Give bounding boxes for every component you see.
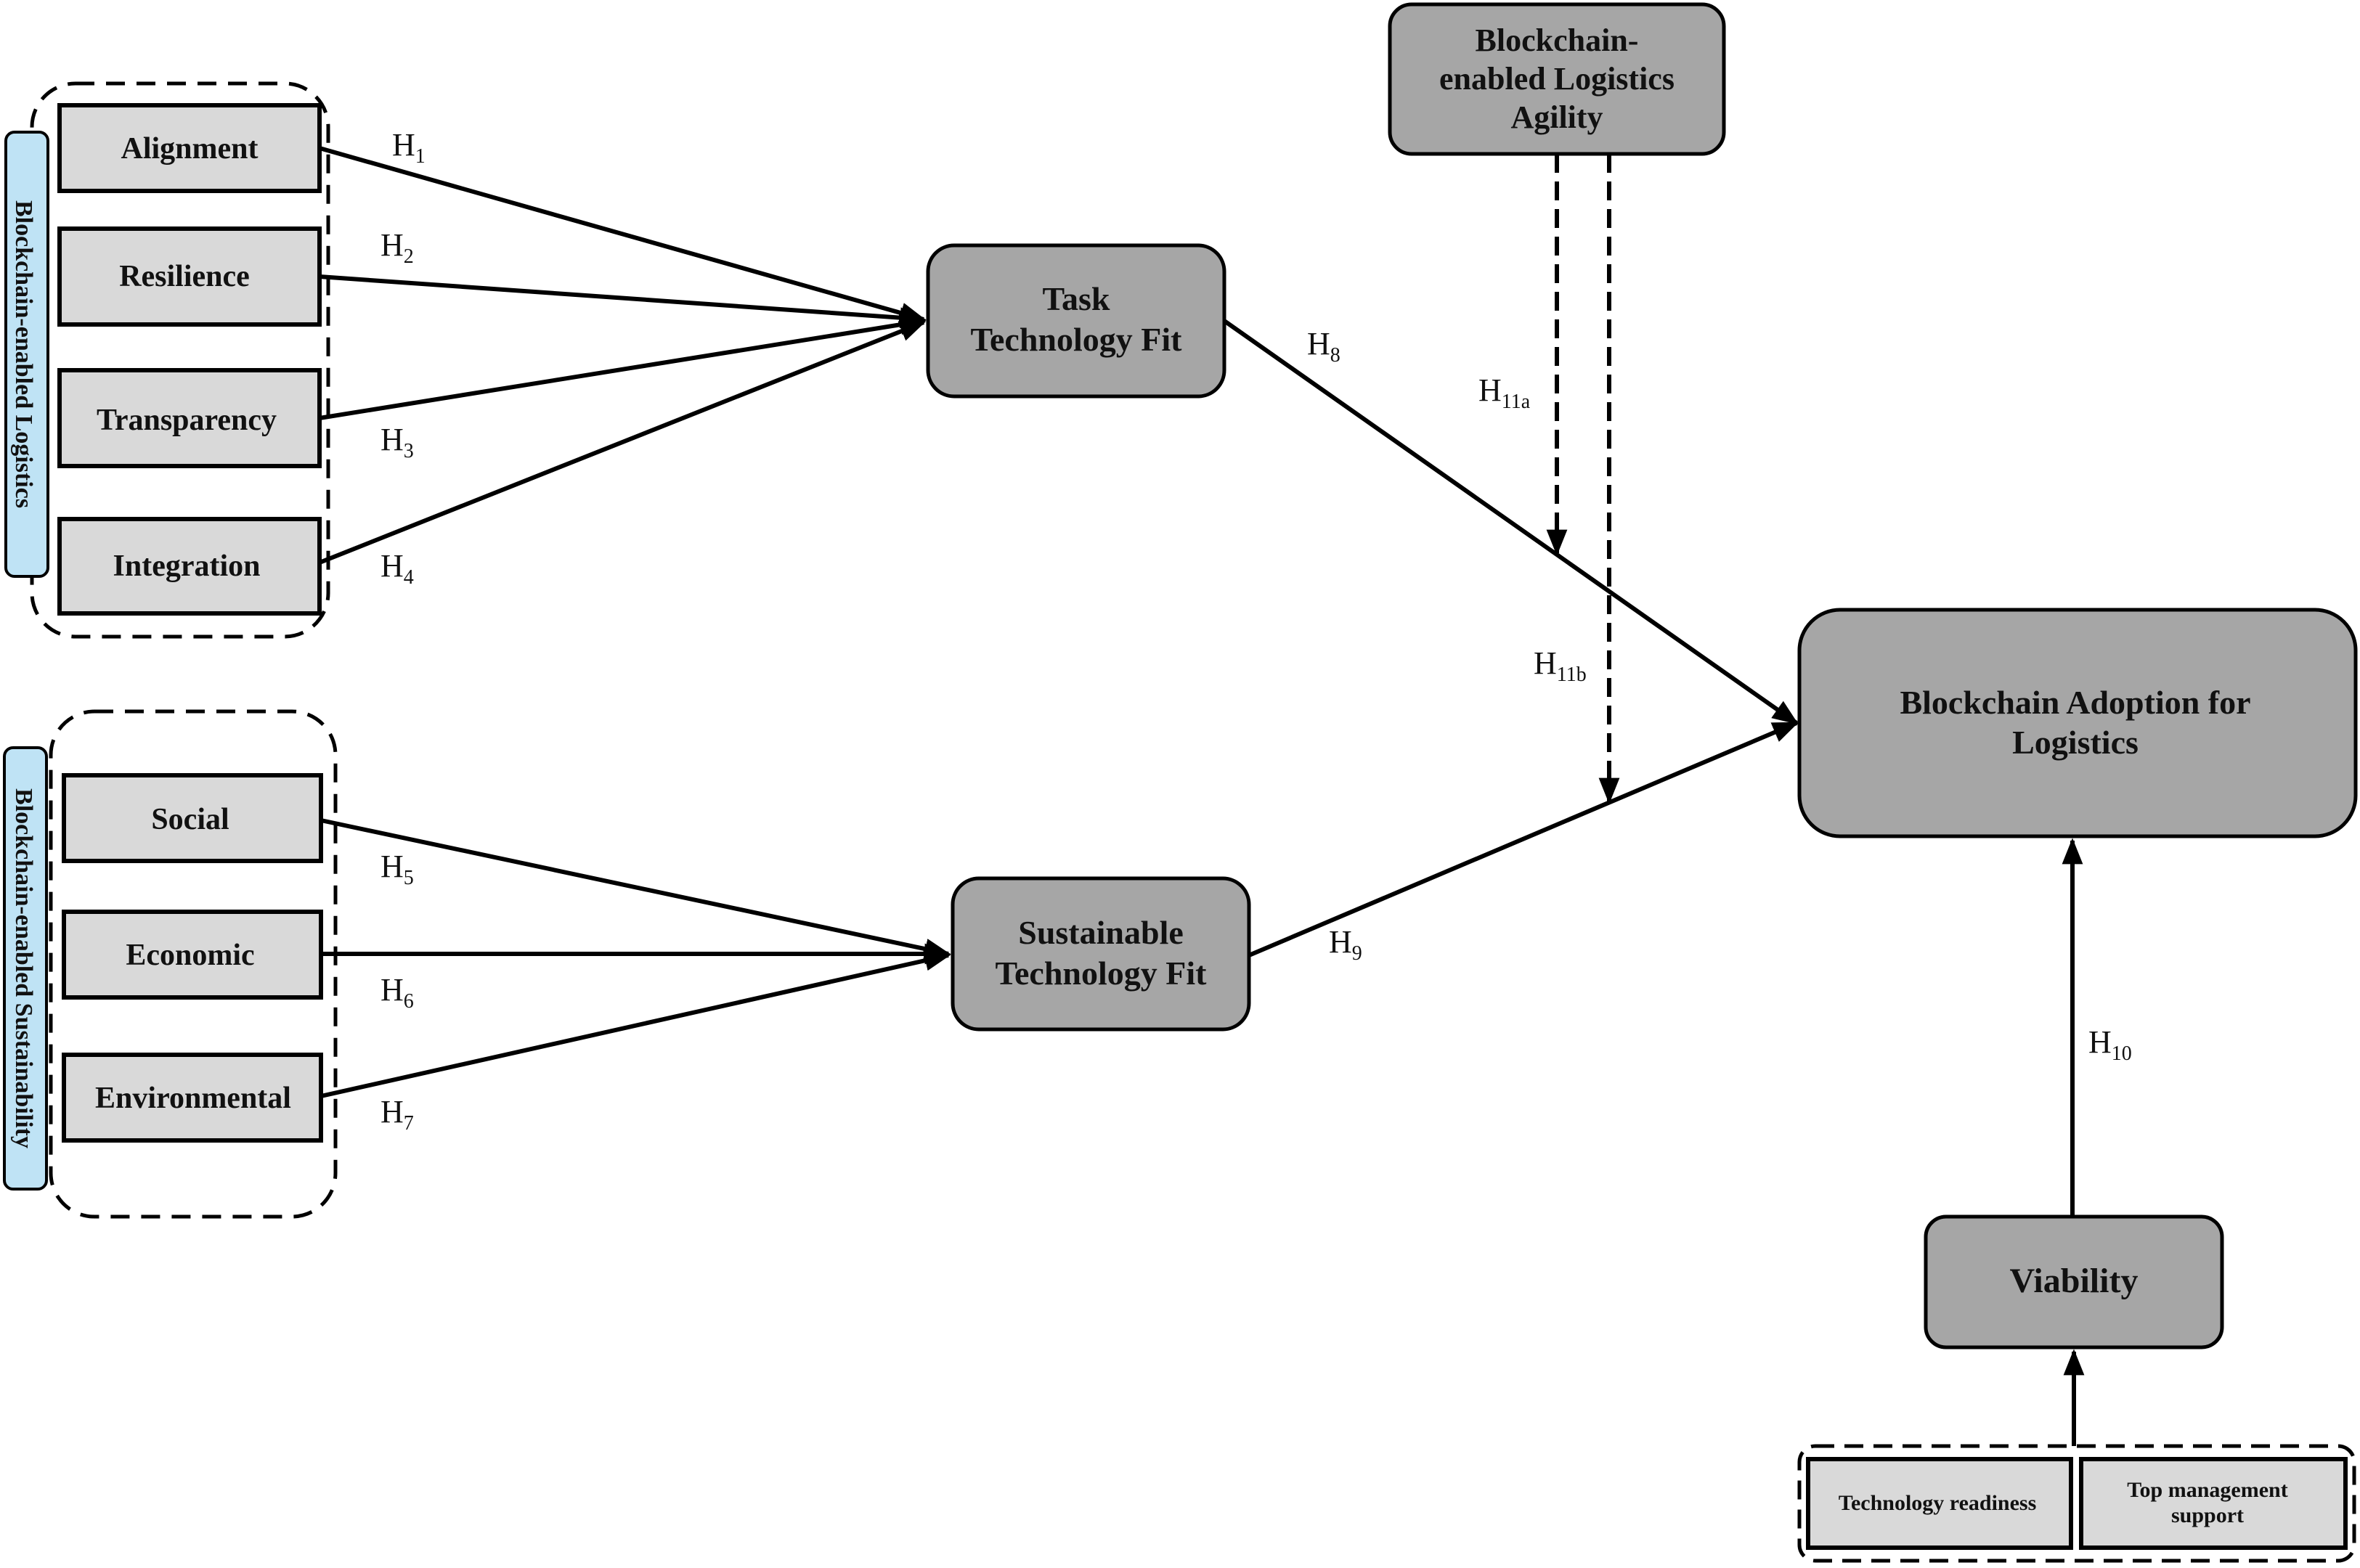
sustainable-technology-fit-box xyxy=(951,876,1251,1032)
h1-arrow xyxy=(319,146,927,324)
viability-label: Viability xyxy=(2010,1262,2139,1300)
h5-arrow xyxy=(320,818,951,960)
social-box xyxy=(62,773,323,863)
transparency-box xyxy=(57,368,322,468)
blockchain-adoption-label-line1: Blockchain Adoption for xyxy=(1900,684,2250,721)
h3-arrow xyxy=(319,314,927,420)
blockchain-adoption-label-line2: Logistics xyxy=(2012,724,2139,761)
h2-arrow xyxy=(319,274,927,329)
environmental-label: Environmental xyxy=(95,1082,291,1115)
h7-label: H7 xyxy=(381,1094,414,1135)
h9-arrow xyxy=(1248,721,1799,957)
logistics-side-label: Blockchain-enabled Logistics xyxy=(10,200,37,508)
h1-label: H1 xyxy=(392,127,426,168)
h11b-label: H11b xyxy=(1534,645,1587,686)
h9-label: H9 xyxy=(1329,924,1362,965)
logistics-agility-label-line1: Blockchain- xyxy=(1476,23,1639,58)
technology-readiness-label: Technology readiness xyxy=(1839,1491,2037,1515)
integration-label: Integration xyxy=(113,550,261,583)
top-management-support-box xyxy=(2079,1457,2348,1550)
resilience-box xyxy=(57,226,322,327)
h3-label: H3 xyxy=(381,422,414,462)
task-technology-fit-label-line2: Technology Fit xyxy=(971,321,1183,358)
top-management-support-label-line2: support xyxy=(2171,1503,2244,1527)
logistics-agility-label-line3: Agility xyxy=(1510,99,1603,135)
h8-arrow xyxy=(1223,319,1799,725)
h2-label: H2 xyxy=(381,227,414,268)
resilience-label: Resilience xyxy=(119,260,250,293)
alignment-box xyxy=(57,103,322,193)
task-technology-fit-label-line1: Task xyxy=(1043,280,1110,317)
sustainability-group-dashed-border xyxy=(49,709,338,1219)
logistics-side-label-box xyxy=(4,131,49,578)
h4-label: H4 xyxy=(381,548,414,589)
sustainable-technology-fit-label-line2: Technology Fit xyxy=(996,955,1208,992)
alignment-label: Alignment xyxy=(121,132,259,166)
technology-readiness-box xyxy=(1806,1457,2073,1550)
h8-label: H8 xyxy=(1307,326,1340,367)
blockchain-adoption-box xyxy=(1797,608,2358,838)
environmental-box xyxy=(62,1053,323,1143)
top-management-support-label-line1: Top management xyxy=(2127,1478,2287,1502)
h6-label: H6 xyxy=(381,972,414,1013)
viability-drivers-dashed-border xyxy=(1797,1444,2356,1563)
sustainability-side-label: Blockchain-enabled Sustainability xyxy=(10,788,37,1148)
h4-arrow xyxy=(318,320,927,565)
h5-label: H5 xyxy=(381,849,414,889)
integration-box xyxy=(57,517,322,616)
transparency-label: Transparency xyxy=(97,404,277,437)
logistics-agility-label-line2: enabled Logistics xyxy=(1439,61,1675,97)
h10-label: H10 xyxy=(2088,1024,2132,1065)
social-label: Social xyxy=(151,803,229,836)
sustainability-side-label-box xyxy=(3,746,48,1191)
sustainable-technology-fit-label-line1: Sustainable xyxy=(1018,914,1184,951)
h11a-label: H11a xyxy=(1478,372,1531,413)
economic-label: Economic xyxy=(126,939,254,972)
h7-arrow xyxy=(320,950,951,1098)
economic-box xyxy=(62,910,323,1000)
